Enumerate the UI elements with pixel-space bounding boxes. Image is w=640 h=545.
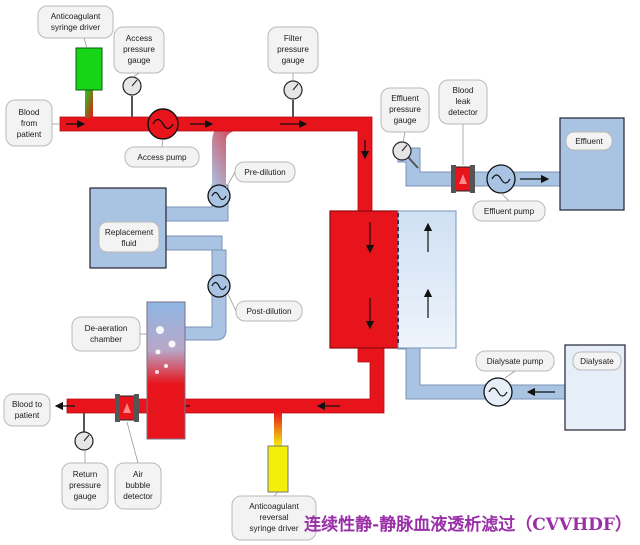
label-access-pressure-gauge: Access pressure gauge xyxy=(113,26,165,74)
svg-text:pressure: pressure xyxy=(69,481,101,490)
bubble xyxy=(164,364,168,368)
label-return-pressure-gauge: Return pressure gauge xyxy=(61,462,109,510)
label-pre-dilution: Pre-dilution xyxy=(234,161,296,183)
label-blood-to-patient: Blood to patient xyxy=(3,393,51,427)
svg-text:De-aeration: De-aeration xyxy=(85,324,128,333)
svg-text:fluid: fluid xyxy=(121,239,136,248)
access-pump xyxy=(147,108,179,140)
label-effluent-pump: Effluent pump xyxy=(472,200,546,222)
svg-text:patient: patient xyxy=(17,130,42,139)
svg-text:syringe driver: syringe driver xyxy=(249,524,298,533)
reversal-anticoagulant-line xyxy=(274,412,282,446)
label-blood-leak-detector: Blood leak detector xyxy=(438,79,488,125)
label-air-bubble-detector: Air bubble detector xyxy=(114,462,162,510)
svg-text:gauge: gauge xyxy=(394,116,417,125)
label-filter-pressure-gauge: Filter pressure gauge xyxy=(267,26,319,74)
svg-text:Air: Air xyxy=(133,470,143,479)
bubble xyxy=(168,340,176,348)
return-pressure-gauge xyxy=(74,413,94,451)
filter-pressure-gauge xyxy=(283,80,303,117)
svg-text:detector: detector xyxy=(448,108,478,117)
svg-text:gauge: gauge xyxy=(74,492,97,501)
label-effluent-pressure-gauge: Effluent pressure gauge xyxy=(380,87,430,133)
svg-text:pressure: pressure xyxy=(277,45,309,54)
svg-text:Blood to: Blood to xyxy=(12,400,42,409)
svg-text:Blood: Blood xyxy=(19,108,40,117)
caption-cvvhdf: 连续性静-静脉血液透析滤过（CVVHDF） xyxy=(304,514,632,535)
svg-text:Anticoagulant: Anticoagulant xyxy=(51,12,101,21)
blood-leak-detector xyxy=(451,165,475,193)
svg-text:gauge: gauge xyxy=(128,56,151,65)
svg-text:Return: Return xyxy=(73,470,98,479)
svg-text:from: from xyxy=(21,119,38,128)
leader-lines xyxy=(52,37,516,497)
svg-text:patient: patient xyxy=(15,411,40,420)
svg-text:Effluent: Effluent xyxy=(575,137,603,146)
effluent-pump xyxy=(486,164,516,194)
bubble xyxy=(156,326,164,334)
svg-text:pressure: pressure xyxy=(123,45,155,54)
label-access-pump: Access pump xyxy=(124,146,200,168)
hemofilter xyxy=(329,210,457,349)
label-post-dilution: Post-dilution xyxy=(235,300,303,322)
svg-text:Anticoagulant: Anticoagulant xyxy=(249,502,299,511)
svg-text:bubble: bubble xyxy=(126,481,151,490)
svg-text:reversal: reversal xyxy=(259,513,288,522)
svg-text:Effluent: Effluent xyxy=(391,94,419,103)
svg-text:pressure: pressure xyxy=(389,105,421,114)
access-pressure-gauge xyxy=(122,76,142,117)
pre-dilution-pump xyxy=(207,184,231,208)
svg-text:Effluent pump: Effluent pump xyxy=(484,207,535,216)
svg-text:Dialysate pump: Dialysate pump xyxy=(487,357,544,366)
svg-text:Filter: Filter xyxy=(284,34,302,43)
air-bubble-detector xyxy=(115,394,139,422)
reversal-syringe xyxy=(267,445,289,493)
label-anticoagulant-reversal: Anticoagulant reversal syringe driver xyxy=(231,495,317,541)
label-deaeration-chamber: De-aeration chamber xyxy=(71,316,141,352)
svg-text:Post-dilution: Post-dilution xyxy=(246,307,292,316)
effluent-pressure-gauge xyxy=(392,141,419,169)
svg-text:Access pump: Access pump xyxy=(137,153,187,162)
svg-text:detector: detector xyxy=(123,492,153,501)
svg-text:Replacement: Replacement xyxy=(105,228,154,237)
label-effluent: Effluent xyxy=(565,131,613,151)
label-dialysate: Dialysate xyxy=(572,351,622,371)
svg-text:gauge: gauge xyxy=(282,56,305,65)
label-blood-from-patient: Blood from patient xyxy=(5,99,53,147)
label-replacement-fluid: Replacement fluid xyxy=(98,221,160,253)
svg-text:chamber: chamber xyxy=(90,335,122,344)
anticoagulant-line xyxy=(85,90,93,118)
post-dilution-pump xyxy=(207,274,231,298)
svg-text:Pre-dilution: Pre-dilution xyxy=(244,168,286,177)
svg-text:Access: Access xyxy=(126,34,152,43)
bubble xyxy=(155,370,159,374)
bubble xyxy=(155,349,161,355)
svg-text:leak: leak xyxy=(455,97,471,106)
svg-text:syringe driver: syringe driver xyxy=(51,23,100,32)
svg-text:Blood: Blood xyxy=(453,86,474,95)
label-dialysate-pump: Dialysate pump xyxy=(475,350,555,372)
dialysate-pump xyxy=(483,377,513,407)
svg-text:Dialysate: Dialysate xyxy=(580,357,614,366)
deaeration-chamber xyxy=(146,301,186,440)
anticoagulant-syringe xyxy=(75,47,103,91)
label-anticoagulant-syringe-driver: Anticoagulant syringe driver xyxy=(37,5,114,39)
